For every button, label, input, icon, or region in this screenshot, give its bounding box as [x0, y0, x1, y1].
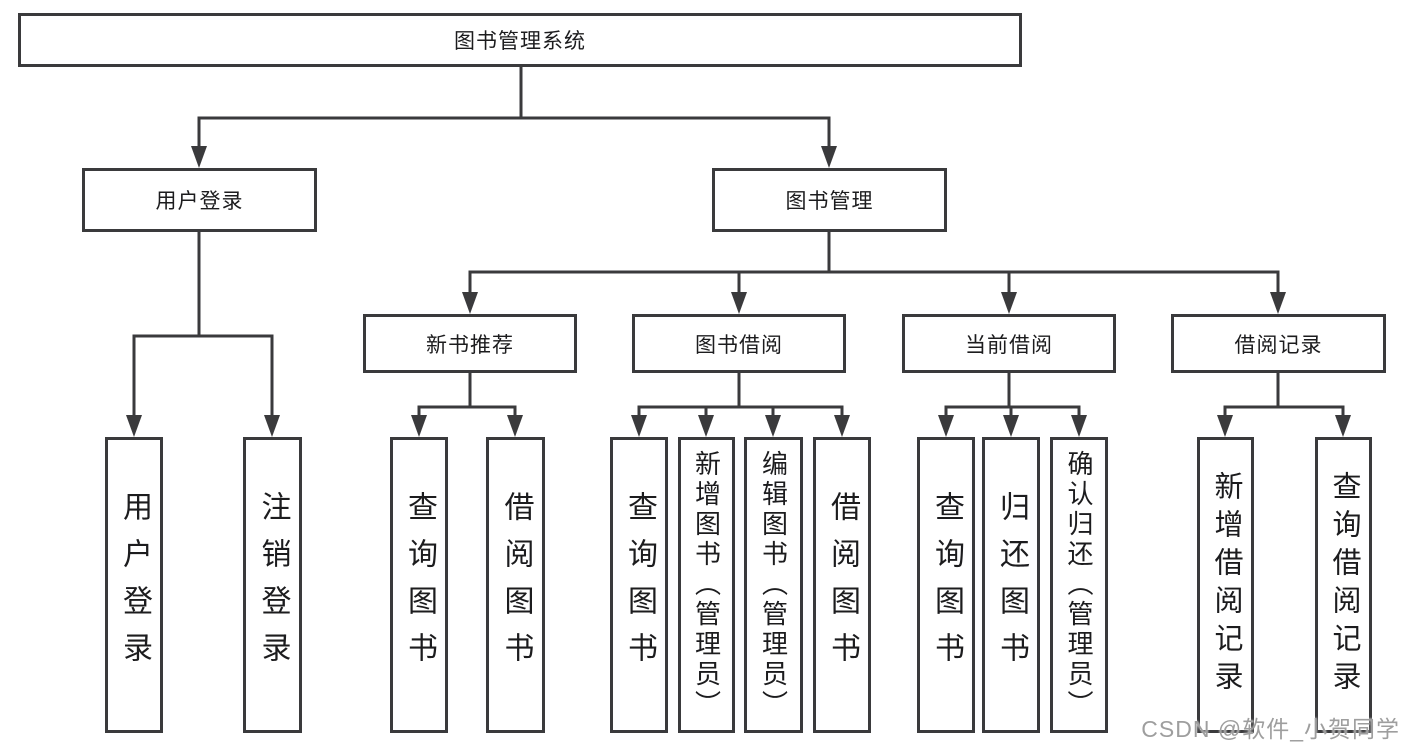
node-borrowing-records: 借阅记录: [1171, 314, 1386, 373]
leaf-return-books: 归还图书: [982, 437, 1040, 733]
leaf-add-borrow-record: 新增借阅记录: [1197, 437, 1254, 733]
node-new-book-recommendation: 新书推荐: [363, 314, 577, 373]
node-library-management-system: 图书管理系统: [18, 13, 1022, 67]
leaf-borrow-books-recommend: 借阅图书: [486, 437, 545, 733]
leaf-query-books-current: 查询图书: [917, 437, 975, 733]
node-book-management: 图书管理: [712, 168, 947, 232]
node-user-login: 用户登录: [82, 168, 317, 232]
node-book-borrowing: 图书借阅: [632, 314, 846, 373]
leaf-query-books-recommend: 查询图书: [390, 437, 448, 733]
node-current-borrowing: 当前借阅: [902, 314, 1116, 373]
leaf-logout: 注销登录: [243, 437, 302, 733]
csdn-watermark: CSDN @软件_小贺同学: [1141, 716, 1400, 742]
leaf-query-borrow-record: 查询借阅记录: [1315, 437, 1372, 733]
leaf-borrow-books: 借阅图书: [813, 437, 871, 733]
leaf-confirm-return-admin: 确认归还（管理员）: [1050, 437, 1108, 733]
leaf-user-login: 用户登录: [105, 437, 163, 733]
leaf-query-books-borrowing: 查询图书: [610, 437, 668, 733]
leaf-add-books-admin: 新增图书（管理员）: [678, 437, 735, 733]
leaf-edit-books-admin: 编辑图书（管理员）: [744, 437, 803, 733]
